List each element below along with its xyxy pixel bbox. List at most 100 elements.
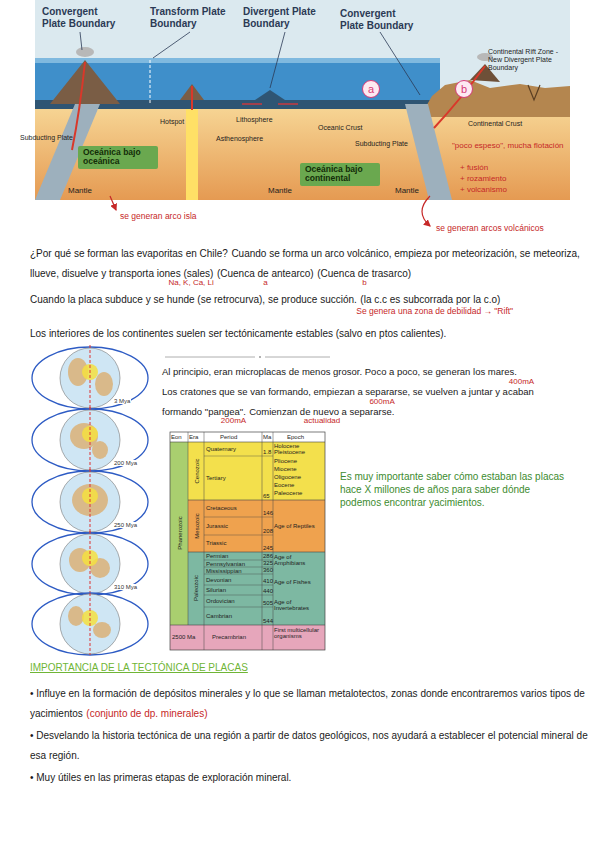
geologic-timescale-part <box>170 432 325 442</box>
red-arrows-part <box>110 196 116 210</box>
red-annotation: 200mA <box>221 417 246 425</box>
timescale-cell: Paleocene <box>274 490 302 496</box>
geologic-timescale-part <box>188 500 325 501</box>
tectonics-illustration-part <box>270 32 285 88</box>
globe-sequence-part <box>60 594 120 654</box>
tectonics-illustration-part <box>186 109 198 200</box>
key-note: Es muy importante saber cómo estaban las… <box>340 470 570 509</box>
timescale-cell: 1.8 <box>263 449 271 455</box>
timescale-cell: Period <box>220 434 237 440</box>
geologic-timescale-part-part <box>204 595 273 596</box>
globe-sequence-part <box>90 345 91 411</box>
tectonics-illustration-part <box>528 85 540 100</box>
globe-sequence <box>32 345 148 655</box>
callout-letter: b <box>461 84 467 95</box>
timescale-cell: 440 <box>263 588 273 594</box>
geologic-timescale-part-part <box>204 456 273 457</box>
red-annotation: a <box>263 279 267 287</box>
timescale-cell: Cenozoic <box>193 458 199 483</box>
timescale-cell: Age of Reptiles <box>274 523 315 529</box>
text-paragraph: • Desvelando la historia tectónica de un… <box>30 726 590 766</box>
timescale-cell: Paleozoic <box>193 575 199 601</box>
text-paragraph: Los interiores de los continentes suelen… <box>30 324 590 344</box>
note-text: Los interiores de los continentes suelen… <box>30 328 446 339</box>
geologic-timescale-part <box>170 625 325 626</box>
red-annotation: 400mA <box>509 378 534 386</box>
geologic-timescale-part-part <box>204 535 273 536</box>
note-text: ¿Por qué se forman las evaporitas en Chi… <box>30 248 228 259</box>
illustration-label: Subducting Plate <box>20 134 73 142</box>
globe-age-label: 3 Mya <box>113 398 131 404</box>
timescale-cell: Eon <box>171 434 182 440</box>
red-annotation: b <box>362 279 366 287</box>
globe-sequence-part <box>90 469 91 535</box>
geologic-timescale-part <box>273 432 274 650</box>
timescale-cell: Ordovician <box>206 598 235 604</box>
illustration-label: Oceanic Crust <box>318 124 362 132</box>
timescale-cell: Oligocene <box>274 474 301 480</box>
geologic-timescale-part <box>188 442 325 500</box>
red-annotation: actualidad <box>304 417 340 425</box>
divider-line-part <box>165 357 255 358</box>
geologic-timescale-part-part <box>204 517 273 518</box>
plate-type-text: Oceánica bajo continental <box>305 165 375 184</box>
tectonics-illustration-part <box>380 32 420 95</box>
illustration-label: Continental Rift Zone - New Divergent Pl… <box>488 48 568 72</box>
timescale-cell: Pennsylvanian <box>206 561 245 567</box>
red-annotation: + fusión <box>460 163 488 172</box>
globe-sequence-part <box>90 407 91 473</box>
illustration-label: Subducting Plate <box>355 140 408 148</box>
geologic-timescale-part <box>170 432 325 650</box>
divider-line <box>165 356 330 358</box>
timescale-cell: Mississippian <box>206 568 242 574</box>
timescale-cell: 505 <box>263 600 273 606</box>
geologic-timescale-part-part <box>204 567 273 568</box>
timescale-cell: Age of Invertebrates <box>274 599 324 611</box>
geologic-timescale-part-part <box>204 560 273 561</box>
text-paragraph: ¿Por qué se forman las evaporitas en Chi… <box>30 244 590 284</box>
divider-line-part <box>259 356 261 358</box>
tectonics-illustration-part <box>72 62 85 150</box>
globe-age-label: 200 Mya <box>113 460 138 466</box>
timescale-cell: Mesozoic <box>193 513 199 538</box>
globe-age-label: 250 Mya <box>113 522 138 528</box>
geologic-timescale-part-part <box>204 585 273 586</box>
timescale-cell: Epoch <box>287 434 304 440</box>
note-text: (la c.c es subcorrada por la c.o) <box>360 294 500 305</box>
red-annotation: + rozamiento <box>460 174 506 183</box>
illustration-label: Continental Crust <box>468 120 522 128</box>
timescale-cell: Phanerozoic <box>176 516 182 549</box>
callout-circle: a <box>362 80 380 98</box>
tectonics-illustration-part <box>35 109 570 200</box>
tectonics-illustration-part <box>35 0 570 200</box>
illustration-label: Mantle <box>68 186 92 195</box>
timescale-cell: Tertiary <box>206 475 226 481</box>
text-paragraph: • Muy útiles en las primeras etapas de e… <box>30 768 590 788</box>
tectonics-illustration-part <box>76 47 94 57</box>
globe-sequence-part <box>32 593 148 655</box>
tectonics-illustration-part <box>150 60 151 104</box>
geologic-timescale-part <box>170 442 188 625</box>
red-arrows <box>110 196 430 226</box>
geologic-timescale-part-part <box>204 574 273 575</box>
note-text: (Cuenca de trasarco) <box>317 268 411 279</box>
text-paragraph: Al principio, eran microplacas de menos … <box>162 362 575 422</box>
tectonics-illustration <box>35 0 570 200</box>
timescale-cell: 410 <box>263 578 273 584</box>
red-annotation: "poco espeso", mucha flotación <box>452 141 564 150</box>
timescale-cell: 544 <box>263 618 273 624</box>
timescale-cell: Devonian <box>206 577 231 583</box>
timescale-cell: 245 <box>263 545 273 551</box>
plate-type-tag: Oceánica bajo oceánica <box>78 146 158 169</box>
timescale-cell: Eocene <box>274 482 294 488</box>
timescale-cell: Ma <box>263 434 271 440</box>
timescale-cell: 2500 Ma <box>172 634 195 640</box>
illustration-label: Transform Plate Boundary <box>150 6 230 29</box>
geologic-timescale-part <box>170 625 325 650</box>
timescale-cell: Age of Amphibians <box>274 554 324 566</box>
tectonics-illustration-part <box>255 90 285 100</box>
red-annotation: se generan arco isla <box>120 212 197 222</box>
timescale-cell: Jurassic <box>206 523 228 529</box>
